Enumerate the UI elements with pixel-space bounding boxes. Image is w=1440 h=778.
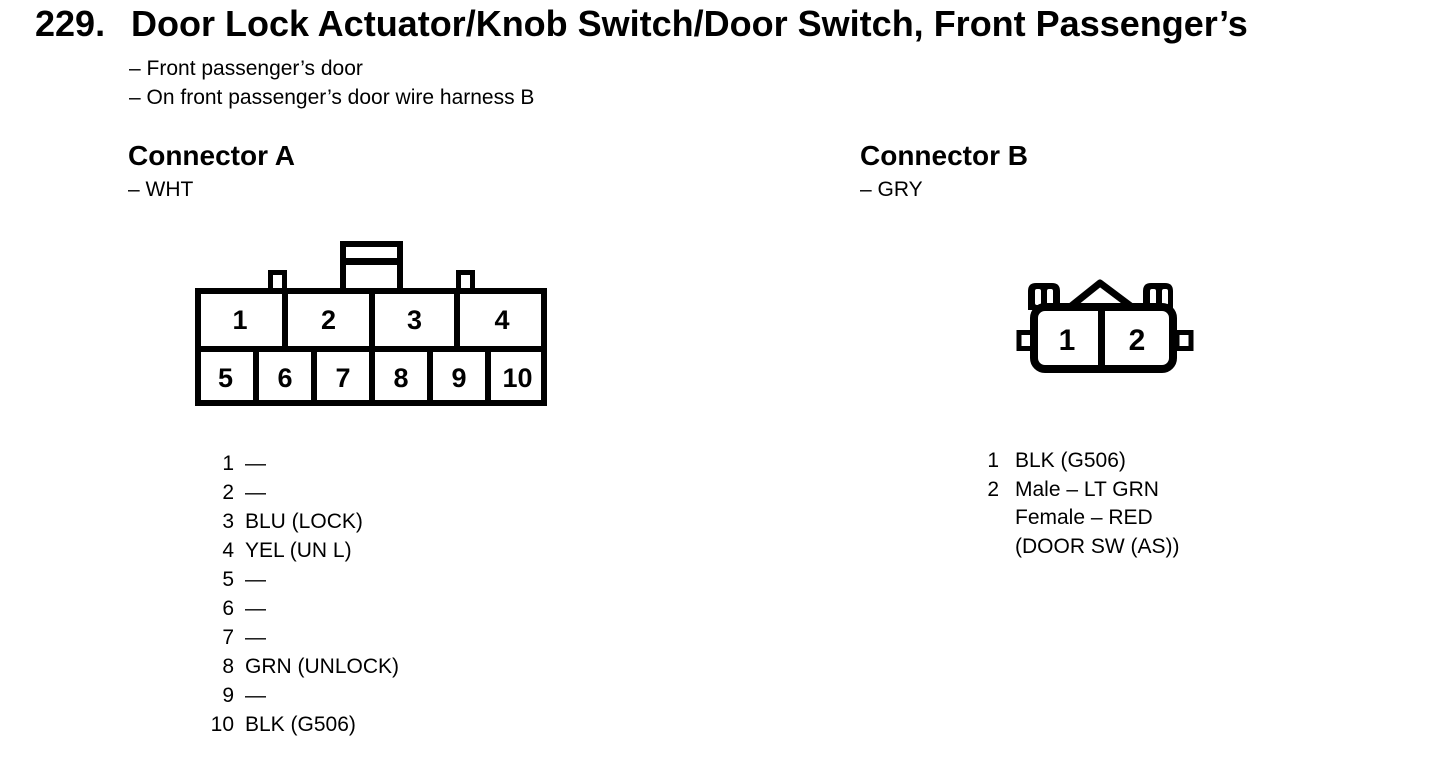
cavity-number: 9 bbox=[451, 363, 466, 393]
pin-number: 6 bbox=[222, 597, 234, 620]
location-note: – On front passenger’s door wire harness… bbox=[129, 86, 535, 109]
pin-row: 7 — bbox=[200, 623, 399, 652]
connector-a-cavity-numbers: 1 2 3 4 5 6 7 8 9 10 bbox=[218, 305, 533, 393]
cavity-number: 10 bbox=[502, 363, 532, 393]
pin-number: 4 bbox=[222, 539, 234, 562]
connector-b-pinout-list: 1 BLK (G506) 2 Male – LT GRN Female – RE… bbox=[965, 447, 1179, 561]
cavity-number: 1 bbox=[1059, 324, 1076, 357]
cavity-number: 2 bbox=[321, 305, 336, 335]
page-title-row: 229. Door Lock Actuator/Knob Switch/Door… bbox=[35, 3, 1248, 44]
pin-row: 4 YEL (UN L) bbox=[200, 536, 399, 565]
connector-a-heading: Connector A bbox=[128, 140, 295, 171]
pin-wire-label: — bbox=[245, 568, 266, 591]
connector-b-cavity-numbers: 1 2 bbox=[1059, 324, 1146, 357]
pin-row: 1 BLK (G506) bbox=[965, 447, 1179, 476]
connector-b-color-note: – GRY bbox=[860, 178, 923, 201]
pin-wire-label: — bbox=[245, 626, 266, 649]
pin-row: 5 — bbox=[200, 565, 399, 594]
connector-b-wing-right bbox=[1174, 330, 1194, 351]
cavity-number: 7 bbox=[335, 363, 350, 393]
pin-row: 10 BLK (G506) bbox=[200, 710, 399, 739]
pin-number: 10 bbox=[210, 713, 234, 736]
pin-row: (DOOR SW (AS)) bbox=[965, 533, 1179, 562]
pin-number: 8 bbox=[222, 655, 234, 678]
cavity-number: 6 bbox=[277, 363, 292, 393]
pin-number: 9 bbox=[222, 684, 234, 707]
pin-number bbox=[965, 533, 999, 562]
pin-wire-label: BLU (LOCK) bbox=[245, 510, 363, 533]
pin-row: Female – RED bbox=[965, 504, 1179, 533]
connector-a-tab-right bbox=[456, 270, 475, 293]
pin-row: 6 — bbox=[200, 594, 399, 623]
connector-b-chevron bbox=[1067, 279, 1135, 310]
cavity-number: 4 bbox=[494, 305, 509, 335]
location-notes: – Front passenger’s door – On front pass… bbox=[129, 54, 534, 112]
connector-a-drawing: 1 2 3 4 5 6 7 8 9 10 bbox=[195, 241, 547, 406]
cavity-number: 3 bbox=[407, 305, 422, 335]
pin-wire-label: BLK (G506) bbox=[245, 713, 356, 736]
pin-number: 7 bbox=[222, 626, 234, 649]
pin-row: 9 — bbox=[200, 681, 399, 710]
pin-number: 5 bbox=[222, 568, 234, 591]
pin-row: 2 — bbox=[200, 478, 399, 507]
pin-wire-label: — bbox=[245, 684, 266, 707]
figure-number: 229. bbox=[35, 3, 106, 44]
pin-wire-label: BLK (G506) bbox=[1015, 449, 1126, 472]
cavity-number: 2 bbox=[1129, 324, 1146, 357]
pin-number bbox=[965, 504, 999, 533]
pin-wire-label: (DOOR SW (AS)) bbox=[1015, 534, 1180, 558]
page-title: Door Lock Actuator/Knob Switch/Door Swit… bbox=[131, 3, 1248, 44]
connector-b-drawing: 1 2 bbox=[1016, 279, 1194, 373]
connector-a-color-note: – WHT bbox=[128, 178, 194, 201]
connector-a-pinout-list: 1 — 2 — 3 BLU (LOCK) 4 YEL (UN L) 5 — 6 … bbox=[200, 449, 399, 739]
location-note: – Front passenger’s door bbox=[129, 57, 363, 80]
pin-wire-label: GRN (UNLOCK) bbox=[245, 655, 400, 678]
pin-number: 1 bbox=[222, 452, 234, 475]
pin-row: 2 Male – LT GRN bbox=[965, 476, 1179, 505]
pin-number: 3 bbox=[222, 510, 234, 533]
connector-a-latch bbox=[340, 241, 403, 294]
connector-a-bottom-dividers bbox=[253, 349, 491, 403]
pin-number: 2 bbox=[222, 481, 234, 504]
pin-wire-label: — bbox=[245, 597, 266, 620]
pin-wire-label: — bbox=[245, 452, 266, 475]
cavity-number: 5 bbox=[218, 363, 233, 393]
pin-number: 1 bbox=[987, 449, 999, 472]
pin-row: 8 GRN (UNLOCK) bbox=[200, 652, 399, 681]
connector-a-top-dividers bbox=[282, 291, 460, 349]
connector-b-heading: Connector B bbox=[860, 140, 1028, 171]
pin-wire-label: YEL (UN L) bbox=[245, 539, 352, 562]
pin-row: 3 BLU (LOCK) bbox=[200, 507, 399, 536]
pin-row: 1 — bbox=[200, 449, 399, 478]
connector-a-tab-left bbox=[268, 270, 287, 293]
pin-number: 2 bbox=[987, 477, 999, 501]
pin-wire-label: Male – LT GRN bbox=[1015, 477, 1159, 501]
pin-wire-label: — bbox=[245, 481, 266, 504]
cavity-number: 8 bbox=[393, 363, 408, 393]
pin-wire-label: Female – RED bbox=[1015, 506, 1153, 529]
cavity-number: 1 bbox=[232, 305, 247, 335]
